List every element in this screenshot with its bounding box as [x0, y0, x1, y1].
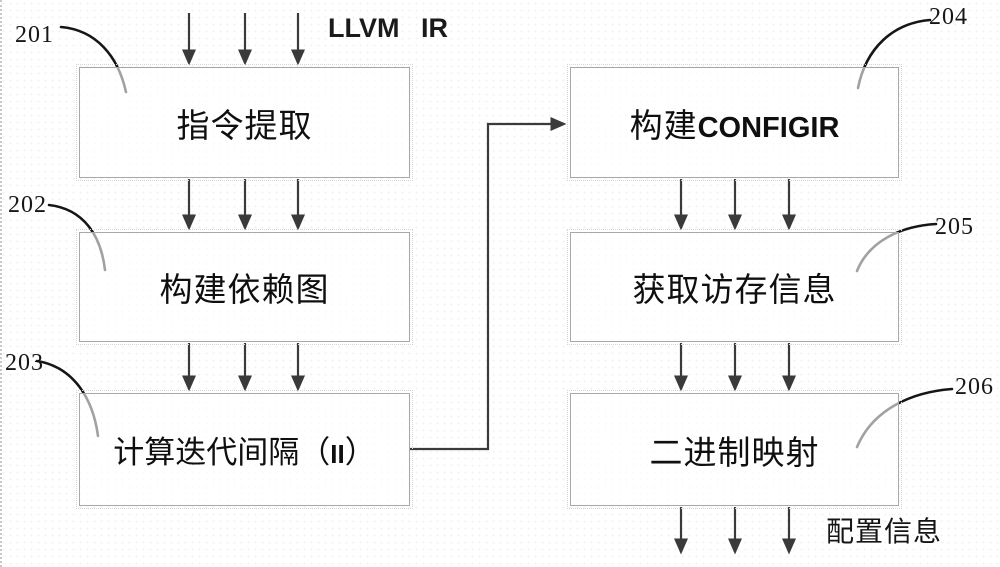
ref-label-206: 206	[955, 374, 994, 400]
box-build-configir-label: 构建CONFIGIR	[630, 99, 840, 147]
box-get-memory-access-info-label: 获取访存信息	[632, 273, 837, 309]
box-compute-iteration-interval: 计算迭代间隔（II）	[76, 390, 413, 509]
box-build-dependency-graph: 构建依赖图	[76, 229, 413, 345]
box-extract-instructions-label: 指令提取	[176, 108, 313, 145]
configir-label-bold: CONFIGIR	[697, 111, 840, 144]
connector-203-to-204	[410, 117, 567, 451]
box-binary-mapping: 二进制映射	[567, 390, 902, 509]
box-extract-instructions: 指令提取	[76, 64, 413, 181]
ref-label-202: 202	[8, 192, 47, 218]
llvm-ir-label: LLVM IR	[328, 13, 448, 43]
ref-label-203: 203	[5, 350, 44, 376]
config-info-label: 配置信息	[826, 517, 943, 548]
ii-label-bold: II	[330, 439, 345, 469]
ii-label-prefix: 计算迭代间隔（	[113, 435, 331, 470]
configir-label-prefix: 构建	[629, 108, 698, 145]
box-build-configir: 构建CONFIGIR	[567, 64, 902, 181]
box-compute-iteration-interval-label: 计算迭代间隔（II）	[113, 427, 375, 472]
ref-label-205: 205	[935, 214, 974, 240]
ref-label-201: 201	[15, 22, 54, 48]
ii-label-suffix: ）	[344, 435, 376, 470]
box-binary-mapping-label: 二进制映射	[649, 435, 820, 472]
box-build-dependency-graph-label: 构建依赖图	[159, 273, 330, 309]
page-edge-artifact	[0, 0, 2, 567]
box-get-memory-access-info: 获取访存信息	[567, 229, 902, 345]
ref-label-204: 204	[929, 4, 968, 30]
